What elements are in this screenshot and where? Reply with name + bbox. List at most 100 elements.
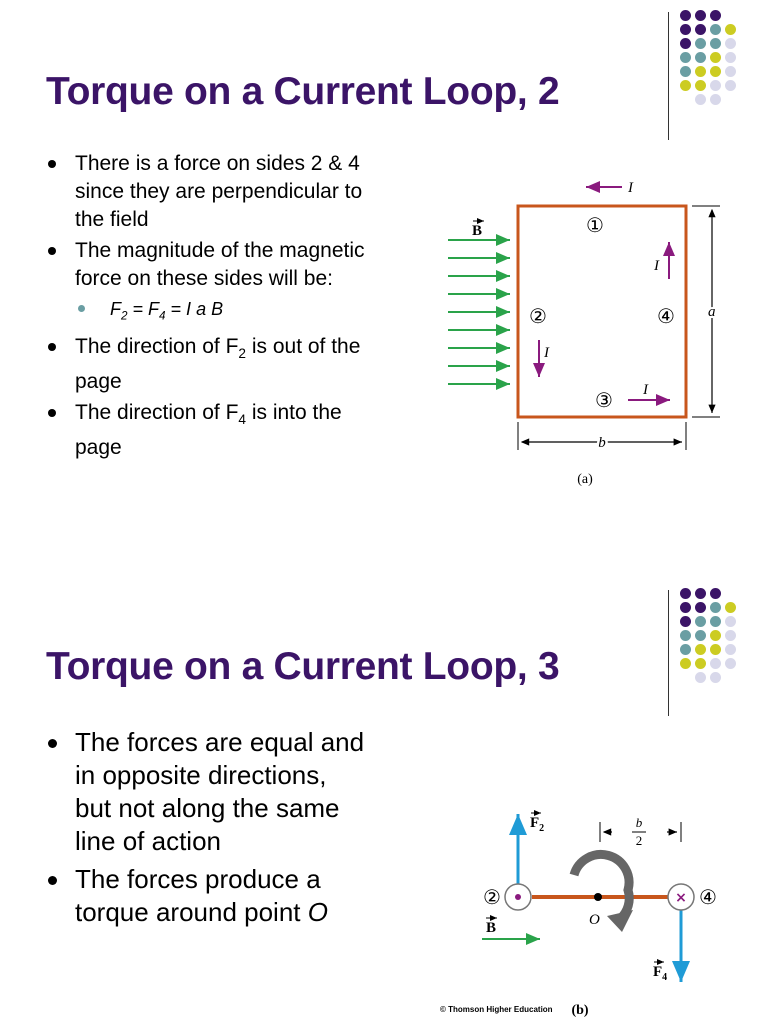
bullet-dot-icon bbox=[48, 342, 56, 351]
decor-dot bbox=[725, 602, 736, 613]
bullet-text: The direction of F2 is out of the page bbox=[75, 334, 361, 393]
side-label-4: ④ bbox=[699, 885, 717, 909]
figure-caption: (b) bbox=[571, 1003, 588, 1018]
decor-dot bbox=[695, 94, 706, 105]
pivot-point bbox=[594, 893, 602, 901]
pivot-label: O bbox=[589, 912, 600, 928]
decor-dot bbox=[680, 616, 691, 627]
bullet-text: The forces are equal and in opposite dir… bbox=[75, 727, 365, 856]
bullet-text: The forces produce a torque around point… bbox=[75, 864, 328, 927]
bullet-dot-icon bbox=[48, 160, 56, 168]
decor-dot bbox=[695, 588, 706, 599]
decor-dot bbox=[710, 630, 721, 641]
decor-dot bbox=[725, 52, 736, 63]
decor-dot bbox=[695, 658, 706, 669]
bullet-item: The forces produce a torque around point… bbox=[48, 863, 368, 929]
half-width-denominator: 2 bbox=[636, 833, 643, 848]
field-label: B bbox=[486, 920, 496, 936]
side-label-2: ② bbox=[483, 885, 501, 909]
bullet-item: The direction of F4 is into the page bbox=[48, 399, 378, 462]
decor-dot bbox=[680, 602, 691, 613]
decor-dot bbox=[725, 630, 736, 641]
slide-title: Torque on a Current Loop, 3 bbox=[46, 645, 560, 688]
side-label-2: ② bbox=[529, 304, 547, 328]
decor-dot bbox=[725, 38, 736, 49]
bullet-dot-icon bbox=[48, 876, 57, 885]
decor-dot bbox=[710, 94, 721, 105]
decor-dot bbox=[710, 616, 721, 627]
decor-dot bbox=[710, 10, 721, 21]
bullet-item: The forces are equal and in opposite dir… bbox=[48, 726, 368, 858]
decor-dot bbox=[710, 644, 721, 655]
dot-out-icon bbox=[515, 894, 521, 900]
current-label-left: I bbox=[543, 345, 550, 361]
decor-dot bbox=[710, 38, 721, 49]
decor-dot bbox=[680, 630, 691, 641]
height-label: a bbox=[708, 304, 716, 320]
decor-dot bbox=[695, 672, 706, 683]
side-label-4: ④ bbox=[657, 304, 675, 328]
decor-dot bbox=[680, 66, 691, 77]
decor-dot bbox=[680, 658, 691, 669]
decor-dot bbox=[695, 66, 706, 77]
decor-dot bbox=[695, 644, 706, 655]
divider-line bbox=[668, 12, 669, 140]
wire-into-page-icon bbox=[667, 883, 695, 911]
decor-dot bbox=[695, 38, 706, 49]
current-label-top: I bbox=[627, 180, 634, 196]
decor-dot bbox=[695, 52, 706, 63]
bullet-text: There is a force on sides 2 & 4 since th… bbox=[75, 152, 363, 231]
bullet-dot-icon bbox=[48, 408, 56, 417]
field-label: B bbox=[472, 223, 482, 239]
decor-dot bbox=[695, 80, 706, 91]
decor-dot bbox=[725, 616, 736, 627]
width-label: b bbox=[598, 435, 606, 451]
decor-dot bbox=[710, 52, 721, 63]
slide-torque-2: Torque on a Current Loop, 2 There is a f… bbox=[0, 0, 768, 512]
current-label-bottom: I bbox=[642, 382, 649, 398]
bullet-item: There is a force on sides 2 & 4 since th… bbox=[48, 150, 378, 234]
bullet-item: The magnitude of the magnetic force on t… bbox=[48, 237, 378, 293]
decor-dot bbox=[695, 10, 706, 21]
side-label-1: ① bbox=[586, 213, 604, 237]
decor-dot bbox=[725, 644, 736, 655]
force-f4-label: F4 bbox=[653, 964, 667, 983]
decor-dot bbox=[710, 602, 721, 613]
decor-dot bbox=[680, 52, 691, 63]
bullet-dot-icon bbox=[48, 739, 57, 748]
decor-dot bbox=[680, 38, 691, 49]
bullet-list: There is a force on sides 2 & 4 since th… bbox=[48, 150, 378, 465]
bullet-dot-icon bbox=[48, 247, 56, 255]
torque-side-view-diagram: b 2 F2 F4 × ② ④ O B (b) bbox=[482, 810, 717, 1018]
decor-dot bbox=[710, 588, 721, 599]
current-label-right: I bbox=[653, 258, 660, 274]
bullet-text: The direction of F4 is into the page bbox=[75, 400, 342, 459]
decor-dot bbox=[680, 80, 691, 91]
decor-dot bbox=[695, 24, 706, 35]
decor-dot bbox=[725, 66, 736, 77]
decor-dot bbox=[725, 658, 736, 669]
bullet-dot-icon bbox=[78, 305, 85, 312]
bullet-text: The magnitude of the magnetic force on t… bbox=[75, 239, 365, 290]
decor-dot bbox=[695, 630, 706, 641]
field-arrows bbox=[448, 234, 510, 390]
bullet-list: The forces are equal and in opposite dir… bbox=[48, 726, 368, 934]
slide-title: Torque on a Current Loop, 2 bbox=[46, 70, 560, 113]
cross-into-icon: × bbox=[675, 890, 687, 906]
decor-dot bbox=[710, 24, 721, 35]
loop-rectangle bbox=[516, 204, 688, 419]
decor-dot bbox=[695, 616, 706, 627]
figure-caption: (a) bbox=[577, 472, 593, 487]
decor-dot bbox=[680, 588, 691, 599]
side-label-3: ③ bbox=[595, 388, 613, 412]
decor-dot bbox=[710, 80, 721, 91]
decor-dot bbox=[680, 10, 691, 21]
decor-dot bbox=[725, 80, 736, 91]
current-loop-diagram: B I I I I ① ② ③ ④ a b (a) bbox=[448, 180, 720, 487]
decor-dot bbox=[710, 66, 721, 77]
decor-dot bbox=[680, 644, 691, 655]
force-f2-label: F2 bbox=[530, 815, 544, 834]
sub-bullet-item: F2 = F4 = I a B bbox=[48, 296, 378, 330]
rotation-arrowhead-icon bbox=[607, 910, 633, 932]
decor-dot bbox=[725, 24, 736, 35]
